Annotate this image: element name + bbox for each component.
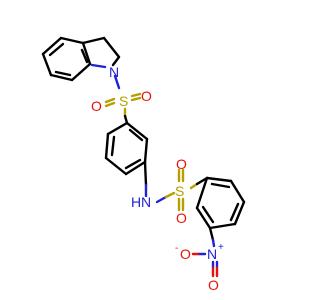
structure-drawing: N S O O N H S O O N + O - O — [41, 36, 246, 293]
atom-n-nitro-charge: + — [218, 242, 224, 253]
atom-o-bottom-bottom: O — [176, 210, 187, 226]
atom-o-nitro-left-charge: - — [175, 243, 178, 254]
ring-nitro-bond-n — [211, 238, 216, 248]
atom-o-top-left: O — [91, 98, 102, 114]
atom-o-nitro-left: O — [180, 246, 191, 262]
n-s-bond — [113, 74, 121, 90]
top-sulfonyl-bonds — [104, 92, 142, 125]
bottom-sulfonyl-bonds — [177, 168, 209, 212]
atom-n-nitro: N — [207, 246, 217, 262]
nitro-bonds — [191, 252, 219, 278]
atom-s-bottom: S — [175, 183, 184, 199]
nitrobenzene-ring — [195, 176, 246, 230]
atom-s-top: S — [119, 93, 128, 109]
atom-o-bottom-top: O — [176, 156, 187, 172]
ring-nitro-bond — [208, 226, 215, 242]
atom-o-top-right: O — [141, 88, 152, 104]
atom-nh-n: N — [141, 194, 151, 210]
atom-labels: N S O O N H S O O N + O - O — [91, 64, 224, 293]
indoline-pyrrolidine-ring — [81, 36, 121, 69]
atom-nh-h: H — [131, 194, 141, 210]
atom-o-nitro-bottom: O — [208, 277, 219, 293]
atom-n-indoline: N — [109, 64, 119, 80]
nh-s-bond — [155, 195, 168, 204]
ring-nh-bond — [143, 160, 148, 187]
indoline-benzene-ring — [41, 36, 92, 82]
nh-s-bond-s — [164, 191, 176, 199]
central-benzene-ring — [104, 121, 149, 176]
molecule-diagram: N S O O N H S O O N + O - O — [41, 36, 246, 293]
